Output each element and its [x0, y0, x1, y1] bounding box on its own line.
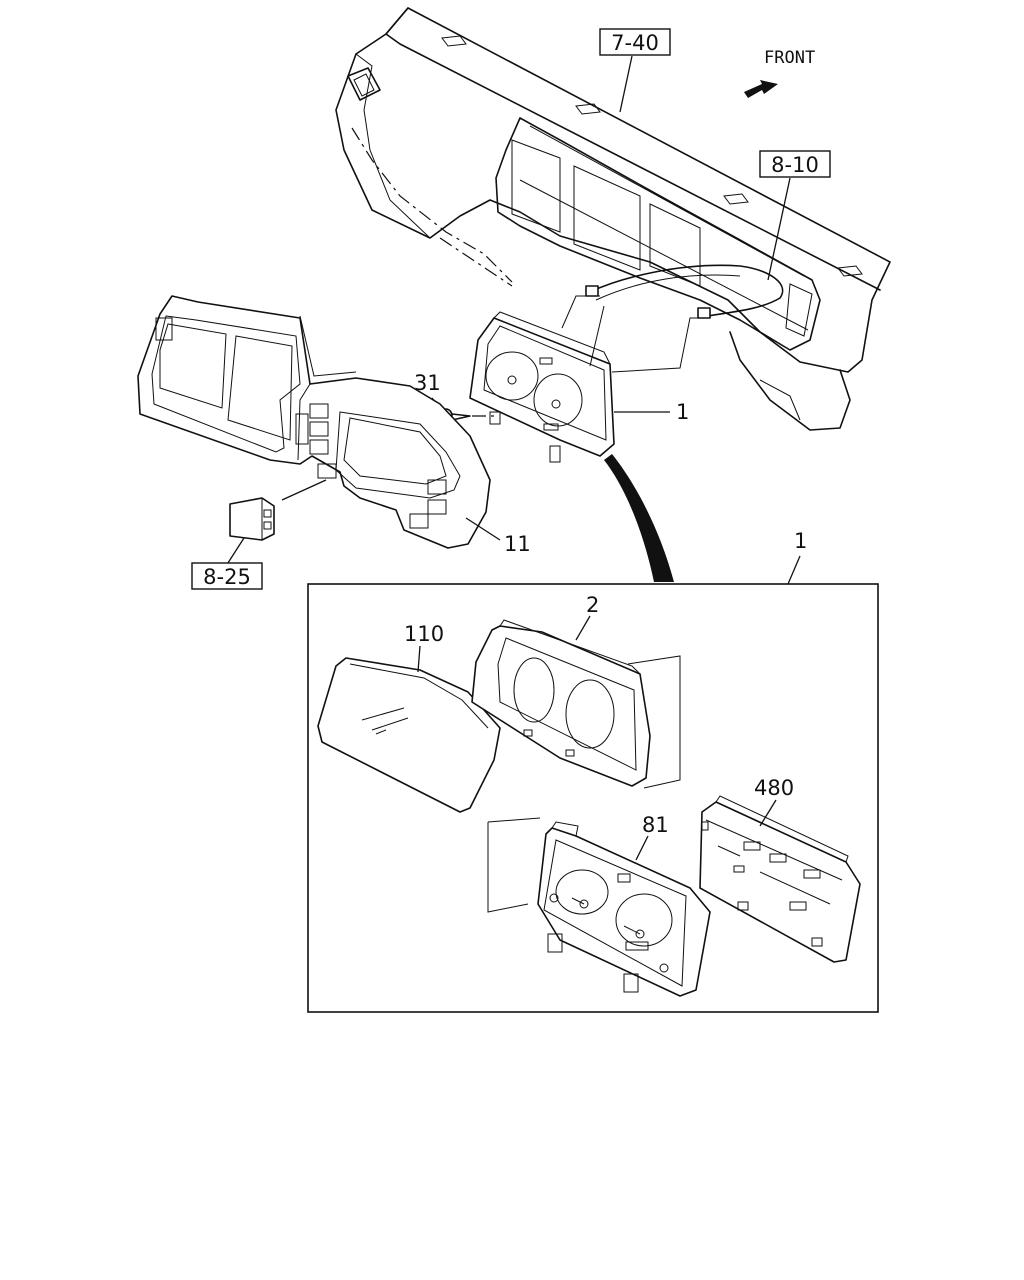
ref-label-8-10: 8-10	[771, 153, 819, 177]
meter-assembly: 1	[469, 295, 704, 463]
front-direction-indicator: FRONT	[744, 48, 815, 98]
circuit-board: 480	[699, 776, 861, 963]
part-number-1-detail: 1	[794, 529, 807, 553]
switch-8-25: 8-25	[191, 479, 327, 590]
meter-case: 2	[471, 593, 681, 789]
ref-box-7-40: 7-40	[599, 28, 671, 113]
detail-pointer-arrow	[604, 454, 674, 582]
ref-label-7-40: 7-40	[611, 31, 659, 55]
front-label: FRONT	[764, 48, 815, 68]
ref-label-8-25: 8-25	[203, 565, 251, 589]
ref-box-8-10: 8-10	[759, 150, 831, 281]
cluster-bezel: 11	[137, 295, 531, 556]
part-number-11: 11	[504, 532, 531, 556]
front-arrow-icon	[744, 80, 778, 98]
dashboard-panel	[335, 7, 891, 431]
part-number-81: 81	[642, 813, 669, 837]
glass-cover: 110	[317, 622, 501, 813]
meter-unit: 81	[487, 813, 711, 997]
part-number-1-top: 1	[676, 400, 689, 424]
part-number-480: 480	[754, 776, 794, 800]
part-number-2: 2	[586, 593, 599, 617]
part-number-110: 110	[404, 622, 444, 646]
detail-box: 1	[307, 529, 879, 1013]
